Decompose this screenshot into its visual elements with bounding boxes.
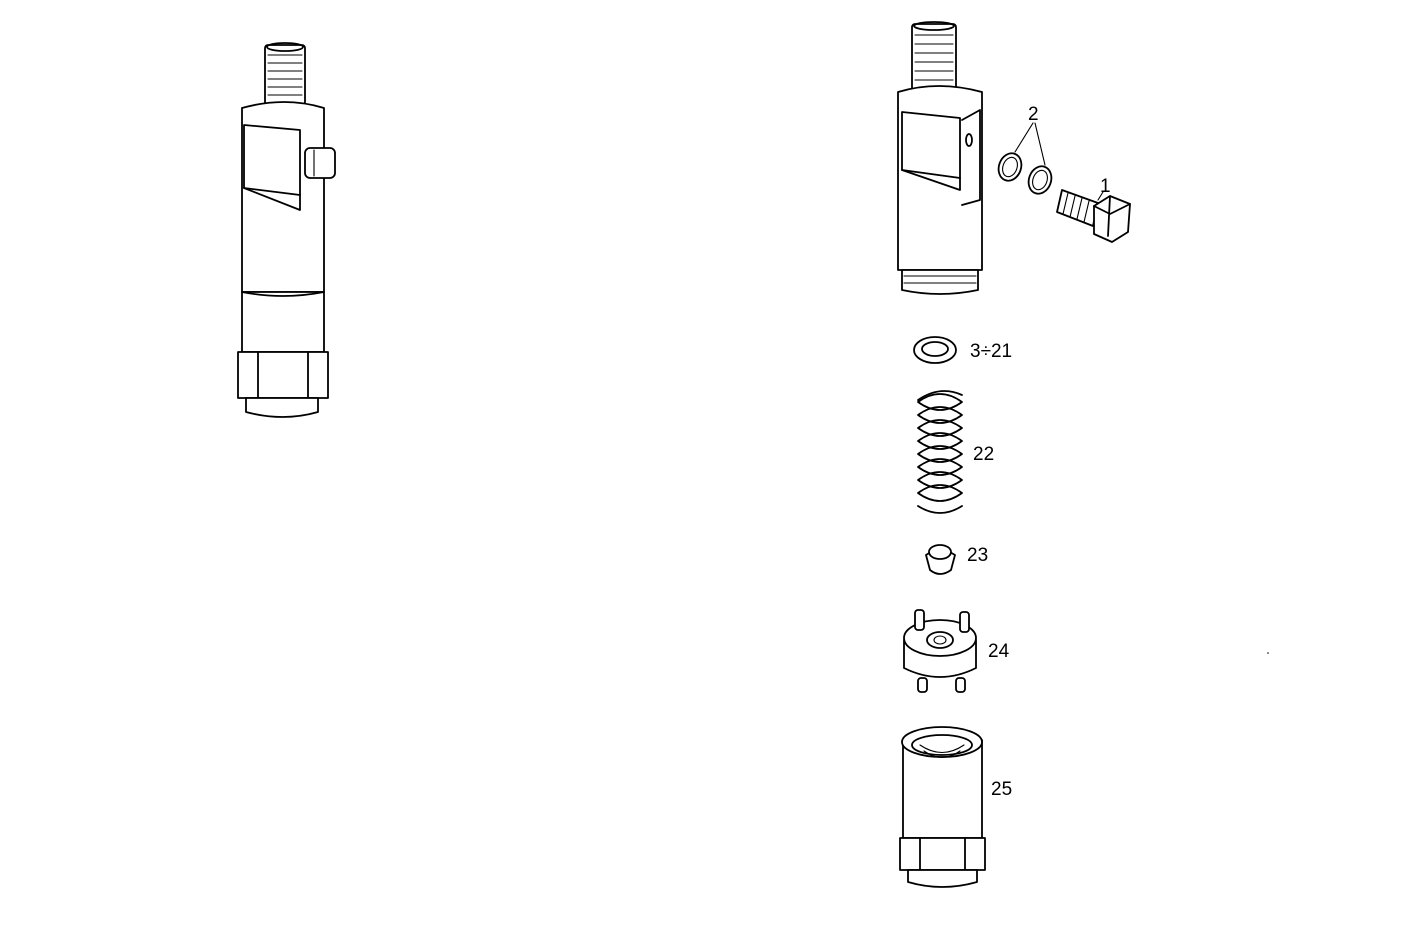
callout-2: 2 (1028, 104, 1039, 125)
spring-drawing (917, 390, 963, 514)
callout-1: 1 (1100, 176, 1111, 197)
assembled-injector-drawing (237, 42, 336, 418)
nozzle-nut-drawing (899, 726, 986, 888)
callout-leaders (1014, 122, 1104, 201)
callout-25: 25 (991, 779, 1012, 800)
bolt-drawing (1056, 189, 1131, 243)
sealing-washers-drawing (997, 152, 1053, 195)
callout-24: 24 (988, 641, 1010, 662)
intermediate-plate-drawing (903, 609, 977, 693)
pin-drawing (925, 544, 956, 575)
injector-body-drawing (897, 21, 983, 295)
stray-mark (1267, 652, 1269, 654)
callout-23: 23 (967, 545, 988, 566)
callout-22: 22 (973, 444, 994, 465)
shim-washer-drawing (913, 336, 957, 364)
callout-3-21: 3÷21 (970, 341, 1012, 362)
